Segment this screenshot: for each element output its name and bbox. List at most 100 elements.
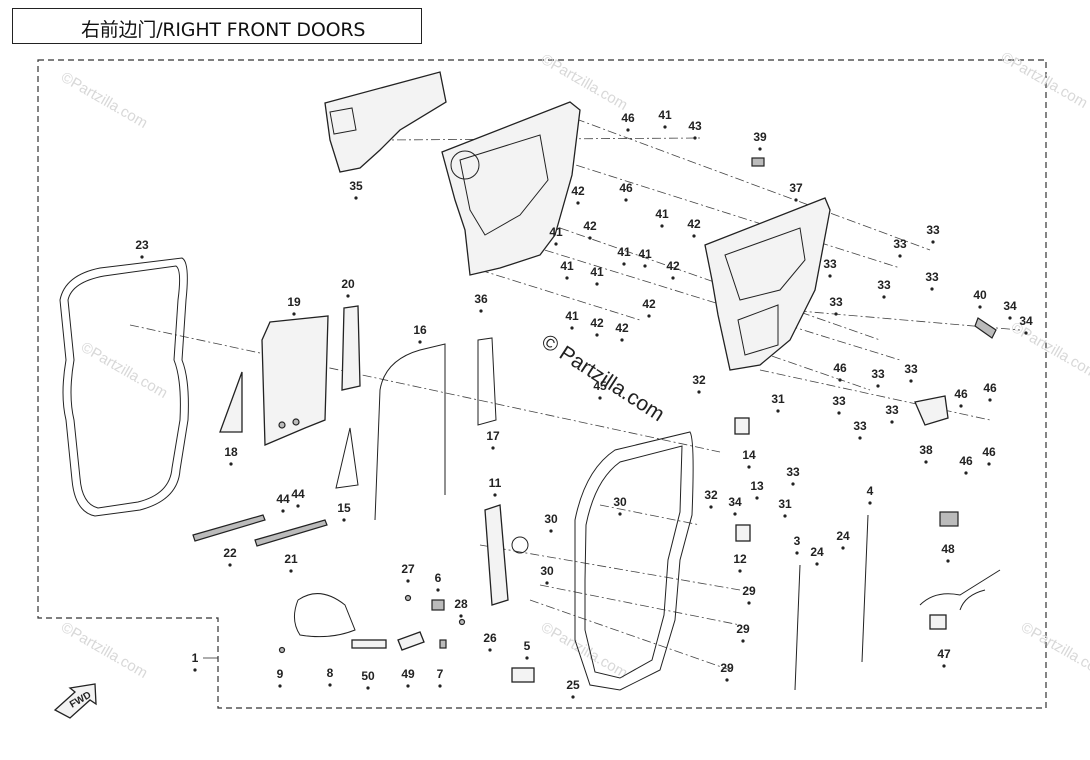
callout-leader-dot [620, 338, 624, 342]
callout-leader-dot [549, 529, 553, 533]
callout-leader-dot [741, 639, 745, 643]
callout-leader-dot [493, 493, 497, 497]
callout-46: 46 [954, 387, 968, 401]
callout-36: 36 [474, 292, 488, 306]
callout-leader-dot [570, 326, 574, 330]
callout-leader-dot [647, 314, 651, 318]
callout-42: 42 [590, 316, 604, 330]
callout-leader-dot [959, 404, 963, 408]
callout-33: 33 [877, 278, 891, 292]
callout-leader-dot [858, 436, 862, 440]
assembly-border [37, 59, 1047, 709]
explosion-lines [129, 112, 1021, 671]
callout-leader-dot [598, 396, 602, 400]
part-17-seal [477, 337, 497, 426]
part-38-inner-handle [914, 395, 949, 426]
part-47-connector [929, 614, 947, 630]
part-27-screw [404, 594, 412, 602]
part-21-belt-strip [254, 519, 328, 547]
part-18-quarter-glass [219, 371, 243, 433]
part-door-frame-inner [584, 445, 683, 679]
callout-30: 30 [613, 495, 627, 509]
watermark: ©Partzilla.com [538, 619, 630, 682]
callout-3: 3 [794, 534, 801, 548]
callout-29: 29 [736, 622, 750, 636]
part-37-door-trim-panel [704, 197, 831, 371]
callout-leader-dot [289, 569, 293, 573]
callout-41: 41 [655, 207, 669, 221]
part-7-clip [439, 639, 447, 649]
callout-26: 26 [483, 631, 497, 645]
callout-31: 31 [778, 497, 792, 511]
part-14-hinge [734, 417, 750, 435]
callout-leader-dot [978, 305, 982, 309]
callout-leader-dot [418, 340, 422, 344]
callout-29: 29 [742, 584, 756, 598]
callout-38: 38 [919, 443, 933, 457]
callout-30: 30 [540, 564, 554, 578]
callout-18: 18 [224, 445, 238, 459]
callout-leader-dot [783, 514, 787, 518]
callout-4: 4 [867, 484, 874, 498]
part-22-belt-strip [192, 514, 266, 542]
callout-leader-dot [459, 614, 463, 618]
part-40-latch-rod [974, 317, 997, 339]
callout-46: 46 [619, 181, 633, 195]
callout-40: 40 [973, 288, 987, 302]
callout-11: 11 [489, 476, 502, 490]
callout-21: 21 [284, 552, 298, 566]
callout-leader-dot [571, 695, 575, 699]
callout-leader-dot [406, 684, 410, 688]
callout-33: 33 [885, 403, 899, 417]
callout-leader-dot [624, 198, 628, 202]
part-door-frame [574, 431, 694, 691]
callout-41: 41 [617, 245, 631, 259]
callout-48: 48 [941, 542, 955, 556]
callout-leader-dot [755, 496, 759, 500]
callout-labels: 1345678911121314151617181920212223242425… [135, 108, 1033, 699]
callout-42: 42 [571, 184, 585, 198]
callout-41: 41 [658, 108, 672, 122]
callout-leader-dot [576, 201, 580, 205]
callout-46: 46 [982, 445, 996, 459]
part-44-bolt [278, 421, 286, 429]
callout-leader-dot [795, 551, 799, 555]
callout-leader-dot [791, 482, 795, 486]
callout-34: 34 [1003, 299, 1017, 313]
watermark: ©Partzilla.com [58, 69, 150, 132]
callout-leader-dot [988, 398, 992, 402]
part-49-foam [397, 631, 425, 651]
callout-leader-dot [725, 678, 729, 682]
callout-33: 33 [925, 270, 939, 284]
callout-leader-dot [354, 196, 358, 200]
callout-9: 9 [277, 667, 284, 681]
callout-leader-dot [671, 276, 675, 280]
callout-33: 33 [871, 367, 885, 381]
callout-leader-dot [692, 234, 696, 238]
part-16-glass-channel [374, 343, 446, 521]
callout-leader-dot [436, 588, 440, 592]
callout-42: 42 [583, 219, 597, 233]
callout-46: 46 [833, 361, 847, 375]
part-36-speaker-hole [450, 150, 480, 180]
callout-33: 33 [853, 419, 867, 433]
callout-leader-dot [565, 276, 569, 280]
callout-5: 5 [524, 639, 531, 653]
watermark: ©Partzilla.com [998, 49, 1090, 112]
callout-leader-dot [964, 471, 968, 475]
part-19-window-glass [261, 315, 329, 446]
part-15-corner-seal [335, 427, 359, 489]
callout-7: 7 [437, 667, 444, 681]
callout-leader-dot [296, 504, 300, 508]
callout-leader-dot [366, 686, 370, 690]
part-9-fastener [278, 646, 286, 654]
callout-leader-dot [909, 379, 913, 383]
callout-19: 19 [287, 295, 301, 309]
callout-31: 31 [771, 392, 785, 406]
callout-leader-dot [924, 460, 928, 464]
part-11-window-regulator [484, 504, 509, 606]
callout-42: 42 [642, 297, 656, 311]
part-8-cable [294, 593, 356, 638]
callout-8: 8 [327, 666, 334, 680]
part-39-clip [751, 157, 765, 167]
